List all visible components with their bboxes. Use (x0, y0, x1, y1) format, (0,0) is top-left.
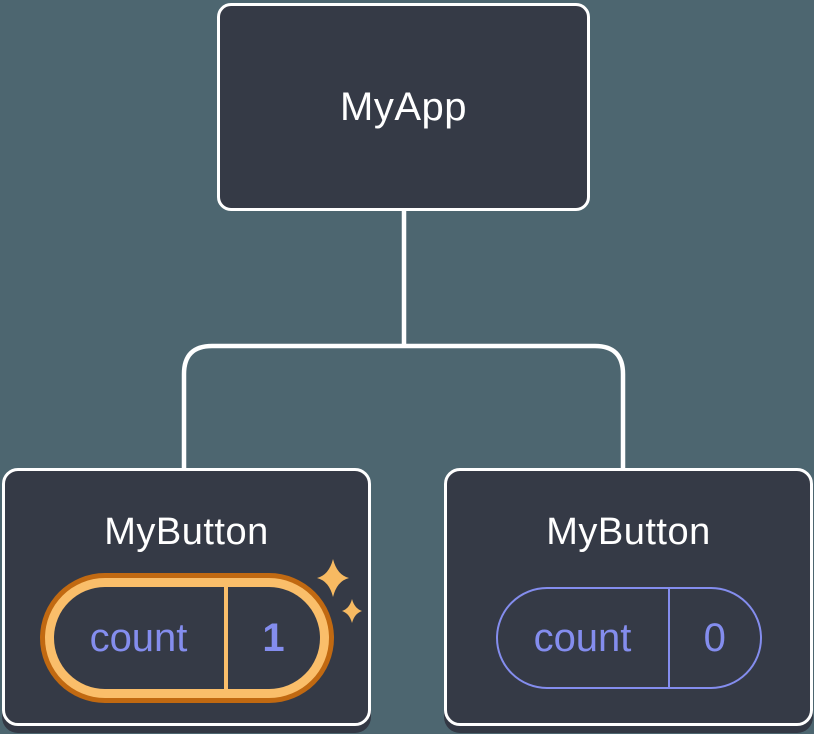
component-node-myapp: MyApp (217, 3, 590, 211)
state-label: count (533, 616, 632, 660)
state-pill-divider (667, 589, 670, 687)
state-highlight-ring: count 1 (39, 573, 334, 703)
state-pill: count 0 (495, 587, 762, 689)
state-value: 1 (262, 616, 285, 660)
state-pill: count 1 (53, 587, 320, 689)
node-title: MyButton (546, 511, 711, 553)
node-title: MyButton (104, 511, 269, 553)
state-value: 0 (703, 616, 726, 660)
component-node-mybutton-highlighted: MyButton count 1 (2, 468, 371, 726)
node-title: MyApp (340, 84, 467, 129)
sparkle-icon (317, 559, 362, 623)
sparkle-large-star (317, 559, 349, 597)
component-node-mybutton-plain: MyButton count 0 (444, 468, 813, 726)
branch-bracket-connector (181, 343, 626, 470)
sparkle-small-star (342, 599, 362, 623)
state-label: count (89, 616, 188, 660)
state-pill-divider (223, 587, 228, 689)
